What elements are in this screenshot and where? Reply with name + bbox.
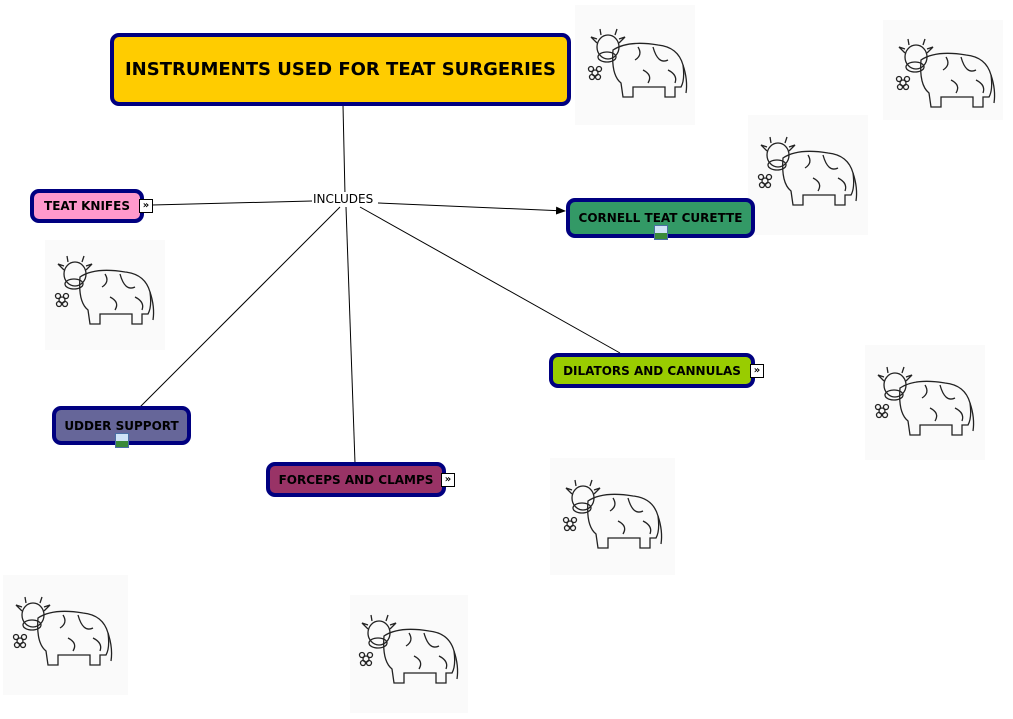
main-concept[interactable]: INSTRUMENTS USED FOR TEAT SURGERIES [110, 33, 571, 106]
main-concept-label: INSTRUMENTS USED FOR TEAT SURGERIES [124, 59, 557, 80]
image-icon[interactable] [654, 225, 668, 240]
link-label-includes[interactable]: INCLUDES [312, 192, 375, 206]
concept-label: DILATORS AND CANNULAS [563, 363, 741, 378]
concept-label: CORNELL TEAT CURETTE [578, 211, 743, 225]
image-icon[interactable] [115, 433, 129, 448]
concept-label: TEAT KNIFES [44, 199, 130, 213]
concept-label: FORCEPS AND CLAMPS [278, 472, 434, 487]
concept-dilators-and-cannulas[interactable]: DILATORS AND CANNULAS [549, 353, 755, 388]
concept-label: UDDER SUPPORT [64, 418, 179, 433]
expand-icon[interactable]: » [750, 364, 764, 378]
concept-cornell-teat-curette[interactable]: CORNELL TEAT CURETTE [566, 198, 755, 238]
cow-image [748, 115, 868, 235]
cow-image [550, 458, 675, 575]
cow-image [883, 20, 1003, 120]
concept-teat-knifes[interactable]: TEAT KNIFES [30, 189, 144, 223]
expand-icon[interactable]: » [441, 473, 455, 487]
cow-image [3, 575, 128, 695]
concept-forceps-and-clamps[interactable]: FORCEPS AND CLAMPS [266, 462, 446, 497]
cow-image [45, 240, 165, 350]
cow-image [865, 345, 985, 460]
cow-image [350, 595, 468, 713]
cow-image [575, 5, 695, 125]
expand-icon[interactable]: » [139, 199, 153, 213]
